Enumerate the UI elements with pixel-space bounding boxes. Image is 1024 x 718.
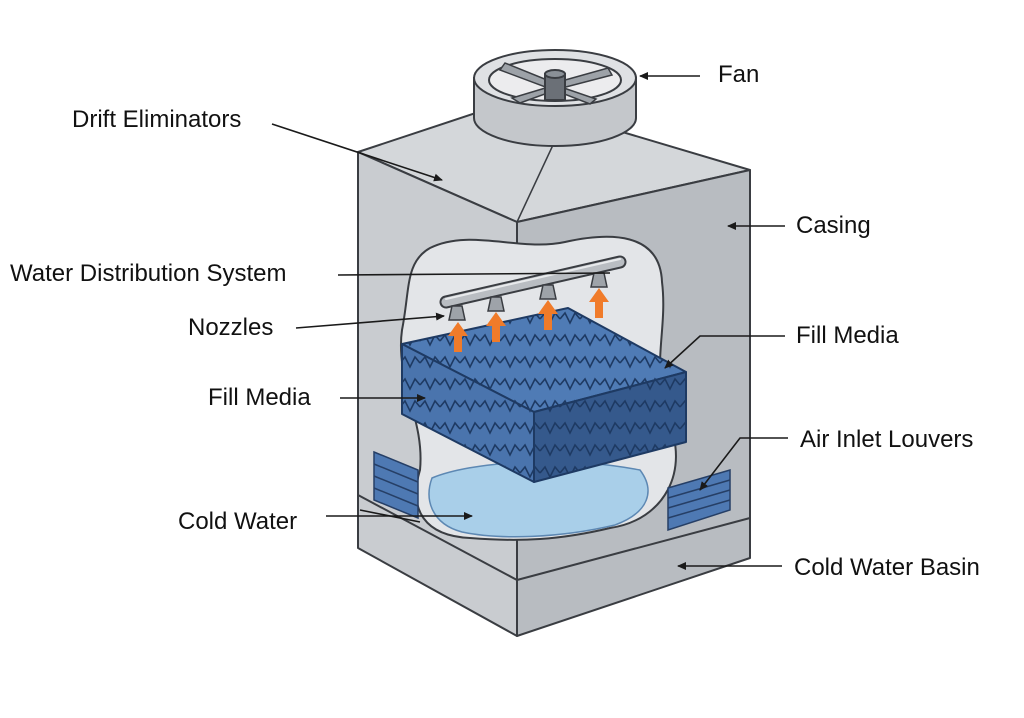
louvers-right <box>667 469 731 532</box>
nozzles <box>448 272 608 321</box>
label-air-inlet-louvers: Air Inlet Louvers <box>800 426 974 453</box>
nozzle-icon <box>448 305 466 321</box>
label-water-distribution-system: Water Distribution System <box>10 260 287 287</box>
leader-lines <box>271 72 788 570</box>
louvers-left <box>373 450 419 520</box>
leader-fill-media-right <box>664 335 785 369</box>
leader-nozzles <box>295 312 445 329</box>
arrow-up-icon <box>486 312 506 342</box>
nozzle-icon <box>590 272 608 288</box>
label-cold-water: Cold Water <box>178 508 298 535</box>
spray-arrows <box>448 288 609 352</box>
label-fill-media-left: Fill Media <box>208 384 311 411</box>
label-casing: Casing <box>796 212 871 239</box>
nozzle-icon <box>539 284 557 300</box>
label-fill-media-right: Fill Media <box>796 322 899 349</box>
label-nozzles: Nozzles <box>188 314 274 341</box>
nozzle-icon <box>487 296 505 312</box>
label-cold-water-basin: Cold Water Basin <box>794 554 980 581</box>
water-distribution-pipe <box>439 255 627 309</box>
arrow-up-icon <box>448 322 468 352</box>
leader-cold-water-louver <box>359 509 421 523</box>
leader-air-inlet-louvers <box>699 437 788 491</box>
label-fan: Fan <box>718 61 760 88</box>
arrow-up-icon <box>589 288 609 318</box>
arrow-up-icon <box>538 300 558 330</box>
fill-media-block <box>401 307 687 483</box>
label-drift-eliminators: Drift Eliminators <box>72 106 242 133</box>
fan-housing <box>473 49 637 147</box>
fan-blades-icon <box>498 62 614 105</box>
leader-drift-eliminators <box>271 123 443 182</box>
leader-water-distribution <box>337 272 611 276</box>
